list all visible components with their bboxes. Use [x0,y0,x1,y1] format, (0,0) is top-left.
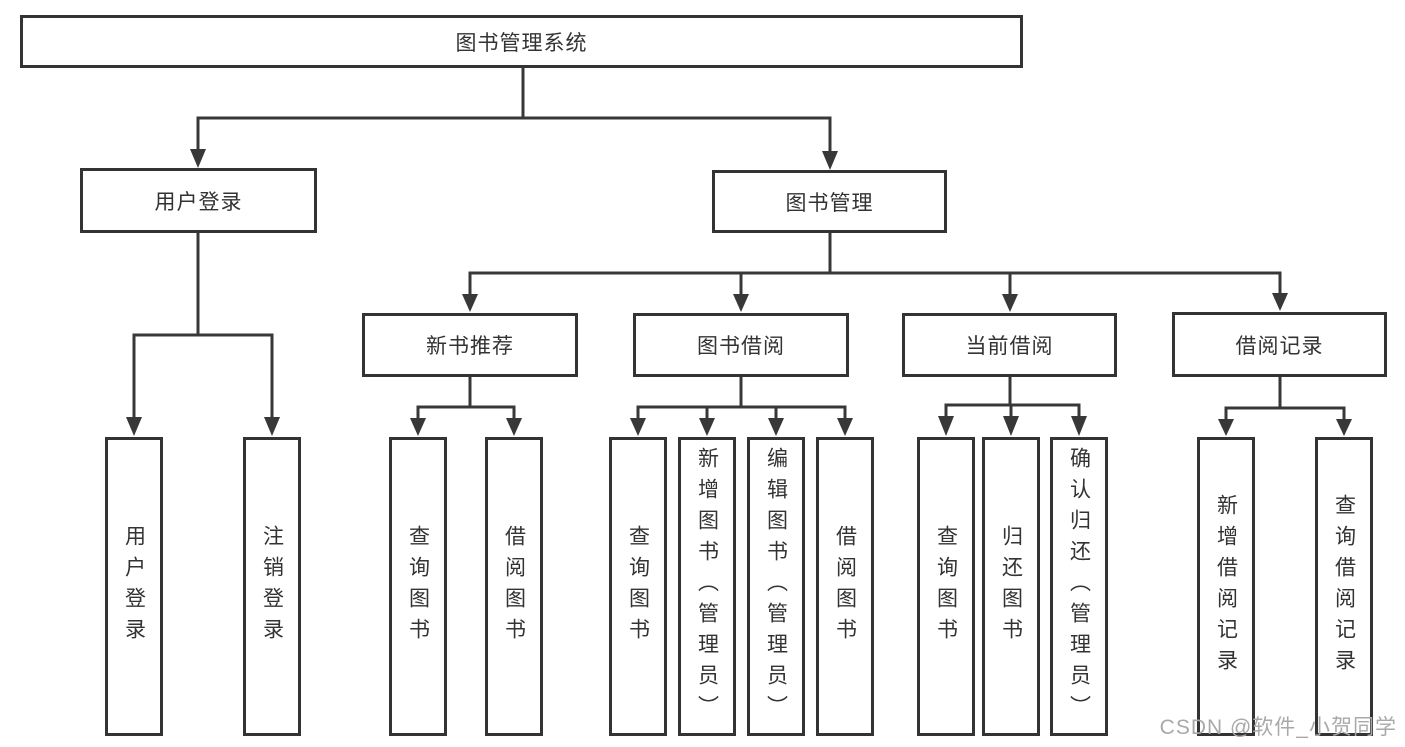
connector-book-mgmt-to-level3 [462,233,1288,312]
node-new-book-recommend: 新书推荐 [362,313,578,377]
connector-current-borrow-children [938,377,1087,436]
leaf-borrow-books: 借阅图书 [816,437,874,736]
leaf-query-borrow-record: 查询借阅记录 [1315,437,1373,736]
leaf-confirm-return-admin: 确认归还（管理员） [1050,437,1108,736]
leaf-query-books-recommend: 查询图书 [389,437,447,736]
connector-new-book-children [410,377,522,436]
leaf-label: 归还图书 [999,524,1023,649]
connector-borrow-record-children [1218,377,1352,436]
leaf-edit-books-admin: 编辑图书（管理员） [747,437,805,736]
leaf-label: 确认归还（管理员） [1067,447,1091,726]
node-current-borrow: 当前借阅 [902,313,1117,377]
leaf-user-login: 用户登录 [105,437,163,736]
leaf-label: 新增图书（管理员） [695,447,719,726]
leaf-label: 用户登录 [122,524,146,649]
leaf-logout: 注销登录 [243,437,301,736]
node-book-borrow: 图书借阅 [633,313,849,377]
leaf-query-books-current: 查询图书 [917,437,975,736]
leaf-label: 编辑图书（管理员） [764,447,788,726]
leaf-add-borrow-record: 新增借阅记录 [1197,437,1255,736]
node-user-login: 用户登录 [80,168,317,233]
node-root-library-system: 图书管理系统 [20,15,1023,68]
leaf-label: 查询借阅记录 [1332,493,1356,680]
leaf-label: 借阅图书 [833,524,857,649]
csdn-watermark: CSDN @软件_小贺同学 [1159,716,1397,739]
leaf-label: 查询图书 [406,524,430,649]
leaf-label: 新增借阅记录 [1214,493,1238,680]
leaf-label: 查询图书 [626,524,650,649]
leaf-return-books: 归还图书 [982,437,1040,736]
leaf-label: 注销登录 [260,524,284,649]
leaf-add-books-admin: 新增图书（管理员） [678,437,736,736]
connector-root-to-level2 [190,68,838,170]
node-borrow-record: 借阅记录 [1172,312,1387,377]
connector-user-login-children [126,233,280,436]
leaf-borrow-books-recommend: 借阅图书 [485,437,543,736]
connector-book-borrow-children [630,377,853,436]
leaf-query-books-borrow: 查询图书 [609,437,667,736]
leaf-label: 查询图书 [934,524,958,649]
node-book-management: 图书管理 [712,170,947,233]
leaf-label: 借阅图书 [502,524,526,649]
